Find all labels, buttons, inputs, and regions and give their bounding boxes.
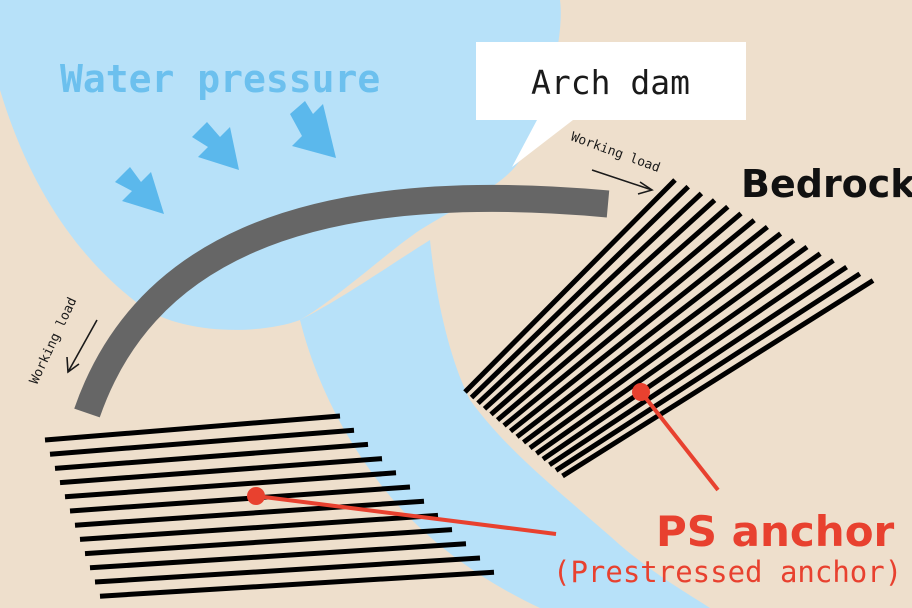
working-load-right-arrow-icon	[591, 169, 653, 191]
anchor-line	[99, 569, 495, 599]
anchor-line	[94, 555, 481, 585]
pressure-arrow-icon	[115, 167, 164, 214]
arch-dam-label: Arch dam	[531, 63, 690, 102]
ps-anchor-sub-label: (Prestressed anchor)	[553, 555, 902, 589]
anchor-line	[528, 244, 809, 451]
anchor-line	[59, 456, 383, 486]
ps-anchor-bundle-right	[463, 178, 875, 479]
anchor-line	[74, 498, 425, 528]
anchor-line	[64, 470, 397, 500]
anchor-line	[469, 184, 690, 400]
anchor-marker-right	[632, 383, 650, 401]
river-channel	[300, 240, 710, 608]
leader-line-right	[639, 390, 720, 492]
reservoir-water	[0, 0, 561, 330]
arch-dam	[74, 184, 610, 418]
anchor-line	[49, 427, 355, 457]
anchor-line	[502, 218, 756, 428]
anchor-marker-left	[247, 487, 265, 505]
pressure-arrow-icon	[290, 101, 336, 158]
anchor-line	[541, 258, 835, 462]
anchor-line	[84, 527, 453, 557]
pressure-arrow-icon	[192, 122, 239, 170]
water-pressure-arrows	[115, 101, 336, 214]
water-pressure-label: Water pressure	[60, 57, 380, 101]
ps-anchor-label: PS anchor	[656, 507, 895, 556]
anchor-line	[561, 278, 875, 479]
anchor-line	[495, 211, 743, 422]
anchor-line	[515, 231, 783, 439]
anchor-line	[44, 413, 341, 443]
anchor-line	[548, 265, 848, 467]
leader-line-left	[255, 494, 557, 536]
anchor-line	[489, 204, 730, 417]
anchor-line	[89, 541, 467, 571]
anchor-line	[554, 271, 862, 473]
anchor-line	[54, 441, 369, 471]
ps-anchor-bundle-left	[44, 413, 495, 599]
anchor-line	[522, 238, 796, 445]
anchor-line	[535, 251, 822, 456]
bedrock-label: Bedrock	[741, 162, 912, 206]
anchor-line	[482, 198, 717, 411]
arch-dam-callout: Arch dam	[476, 42, 746, 167]
anchor-line	[69, 484, 411, 514]
ps-anchor-leaders	[247, 383, 720, 536]
anchor-line	[476, 191, 704, 406]
anchor-line	[79, 512, 439, 542]
working-load-left-arrow-icon	[67, 319, 98, 373]
anchor-line	[508, 224, 769, 434]
anchor-line	[463, 178, 677, 394]
